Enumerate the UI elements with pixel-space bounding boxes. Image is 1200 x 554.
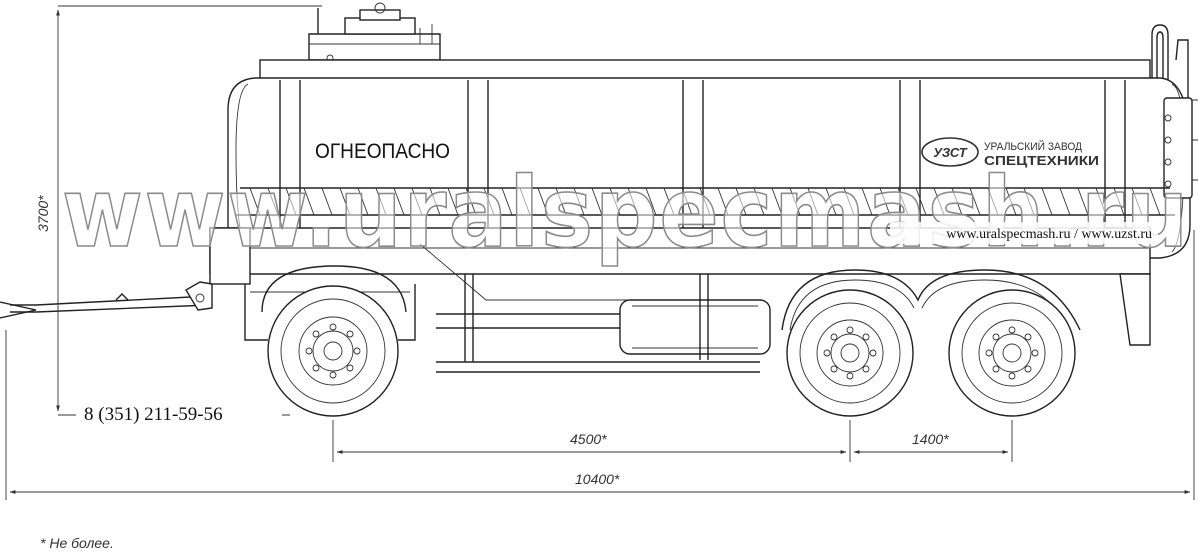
tank-warning-label: ОГНЕОПАСНО xyxy=(315,140,450,163)
wheel-rear xyxy=(948,289,1076,417)
dimension-height-label: 3700* xyxy=(35,195,51,232)
logo-line-1: УРАЛЬСКИЙ ЗАВОД xyxy=(984,140,1083,153)
dimension-overall-length xyxy=(5,230,1195,500)
watermark-text: www.uralspecmash.ru xyxy=(62,157,1190,269)
dimension-overall-length-label: 10400* xyxy=(575,471,620,487)
wheel-middle xyxy=(786,289,914,417)
drawbar xyxy=(0,281,213,319)
logo-mark: УЗСТ xyxy=(933,145,968,160)
wheel-front xyxy=(267,285,399,417)
tank-lower-band xyxy=(236,187,1175,216)
dimension-axle-spacing-label: 1400* xyxy=(912,431,949,447)
logo-emblem xyxy=(921,137,979,167)
phone-number: 8 (351) 211-59-56 xyxy=(84,404,223,425)
manhole-assembly xyxy=(308,2,441,62)
fenders xyxy=(261,265,1081,331)
logo-line-2: СПЕЦТЕХНИКИ xyxy=(984,153,1099,168)
manufacturer-logo: УЗСТ УРАЛЬСКИЙ ЗАВОД СПЕЦТЕХНИКИ xyxy=(921,137,1099,168)
tank-body xyxy=(227,59,1193,259)
footnote: * Не более. xyxy=(40,535,114,551)
dimension-wheelbase xyxy=(332,420,1013,462)
websites-label: www.uralspecmash.ru / www.uzst.ru xyxy=(946,227,1152,242)
dimension-wheelbase-label: 4500* xyxy=(570,431,607,447)
